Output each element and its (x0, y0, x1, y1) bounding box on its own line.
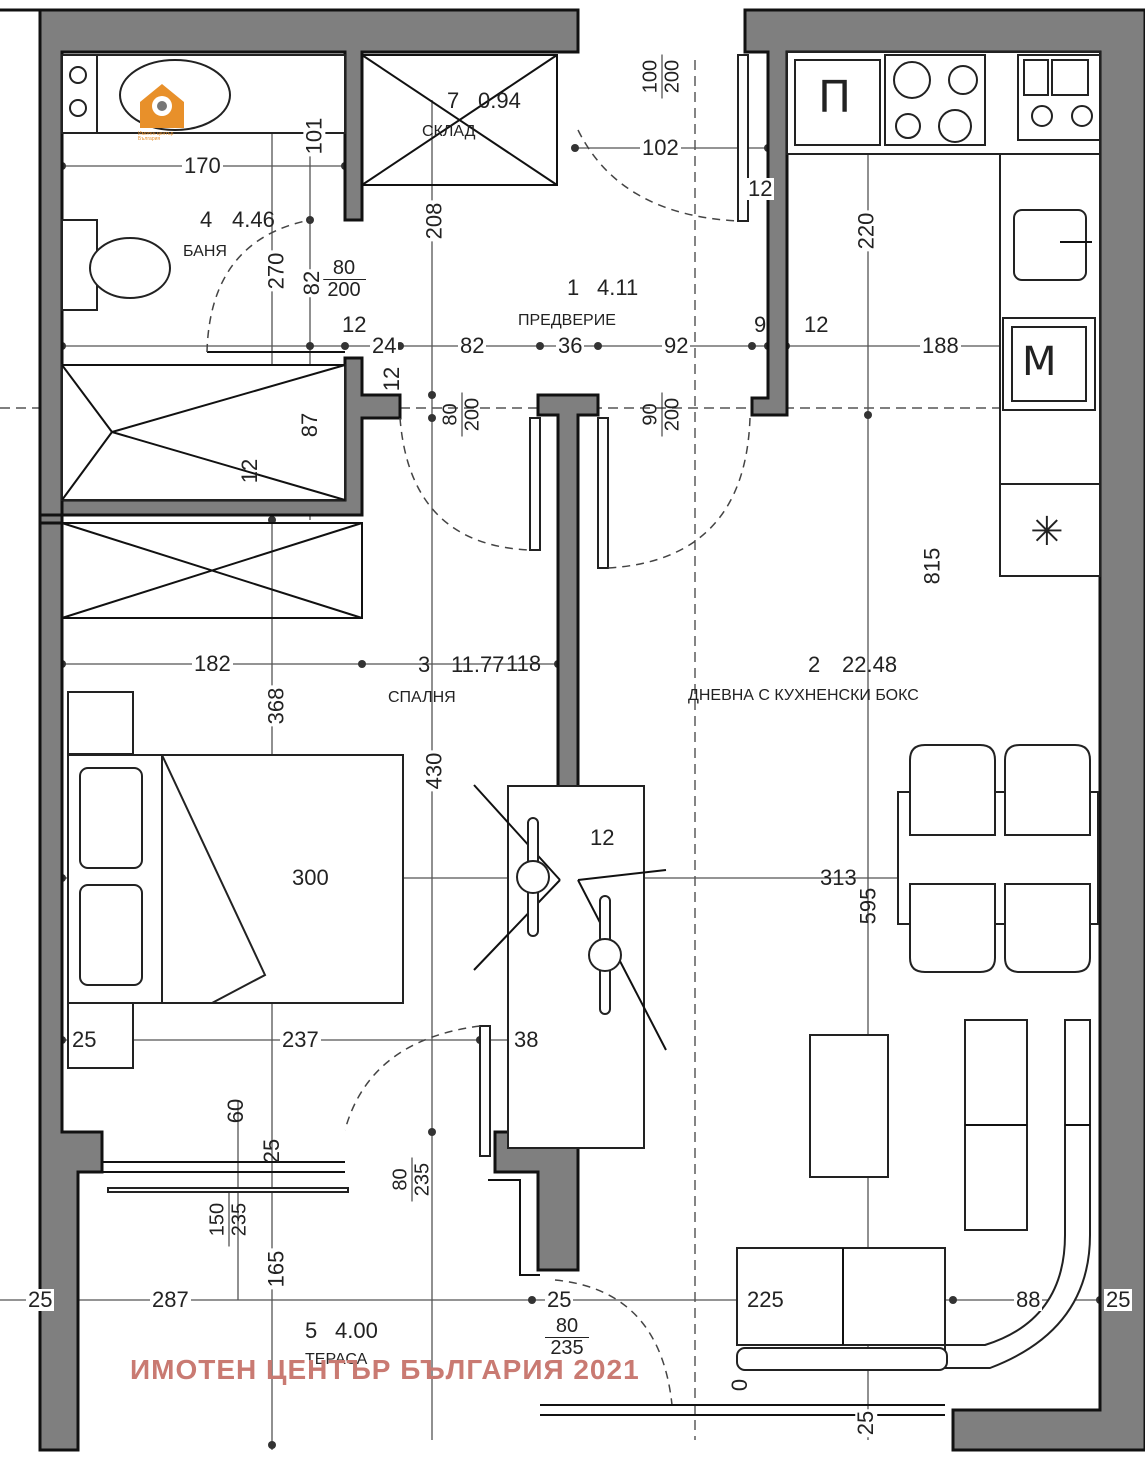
living-furniture (736, 1019, 1091, 1371)
watermark: ИМОТЕН ЦЕНТЪР БЪЛГАРИЯ 2021 (130, 1354, 640, 1385)
room-4-number: 4 (200, 207, 213, 232)
dim-12-bath: 12 (342, 312, 367, 337)
dim-25-mid: 25 (545, 1287, 574, 1312)
dim-270: 270 (263, 250, 289, 292)
fridge-icon: П (818, 72, 852, 123)
dim-12-hall: 12 (802, 312, 831, 337)
dim-0: 0 (727, 1378, 753, 1392)
dim-60: 60 (223, 1098, 249, 1124)
dim-25-bed: 25 (70, 1027, 99, 1052)
room-2-number: 2 (808, 652, 821, 677)
room-1-area: 4.11 (597, 275, 639, 300)
dim-92: 92 (662, 333, 691, 358)
dim-208: 208 (421, 200, 447, 242)
dim-87: 87 (297, 410, 323, 440)
dim-12-partition: 12 (588, 825, 617, 850)
dim-595: 595 (855, 887, 881, 925)
dim-313: 313 (820, 865, 857, 890)
bedroom-furniture (61, 522, 667, 1149)
grid-lines (0, 60, 1145, 1440)
dim-287: 287 (150, 1287, 191, 1312)
room-1-name: ПРЕДВЕРИЕ (518, 312, 616, 329)
washer-icon: ✳ (1030, 509, 1064, 555)
dim-88: 88 (1014, 1287, 1043, 1312)
kitchen (786, 51, 1101, 577)
room-2-area: 22.48 (842, 652, 898, 677)
doors (102, 54, 945, 1416)
dim-25-right: 25 (1104, 1287, 1133, 1312)
dim-25-left: 25 (26, 1287, 55, 1312)
dim-170: 170 (182, 153, 223, 178)
dim-12-shower: 12 (237, 458, 263, 484)
room-4-area: 4.46 (232, 207, 275, 232)
room-7-number: 7 (447, 88, 460, 113)
dim-430: 430 (421, 750, 447, 792)
dim-165: 165 (263, 1248, 289, 1290)
dim-225: 225 (745, 1287, 786, 1312)
dim-25-bottom: 25 (853, 1408, 879, 1438)
logo (140, 84, 184, 128)
dim-24: 24 (370, 333, 399, 358)
room-7-name: СКЛАД (422, 123, 476, 140)
room-1-number: 1 (567, 275, 580, 300)
room-5-name: ТЕРАСА (305, 1351, 368, 1368)
dim-102: 102 (640, 135, 681, 160)
dim-188: 188 (920, 333, 961, 358)
dim-101: 101 (301, 115, 327, 157)
dim-118: 118 (506, 651, 542, 676)
logo-text: Имотен център България (138, 131, 174, 142)
dim-38: 38 (512, 1027, 541, 1052)
microwave-icon: M (1022, 339, 1057, 385)
dim-237: 237 (280, 1027, 321, 1052)
room-2-name: ДНЕВНА С КУХНЕНСКИ БОКС (688, 687, 919, 704)
dim-368: 368 (263, 685, 289, 727)
room-5-area: 4.00 (335, 1318, 378, 1343)
dining-set (897, 744, 1099, 973)
dim-220: 220 (853, 210, 879, 252)
room-3-number: 3 (418, 652, 431, 677)
dim-182: 182 (192, 651, 233, 676)
dim-25-win: 25 (259, 1138, 285, 1164)
room-3-area: 11.77 (451, 652, 505, 677)
dim-82-vert: 82 (299, 268, 325, 298)
room-4-name: БАНЯ (183, 243, 227, 260)
dim-12-door: 12 (746, 176, 775, 201)
room-3-name: СПАЛНЯ (388, 689, 456, 706)
dim-9: 9 (754, 312, 767, 337)
room-7-area: 0.94 (478, 88, 521, 113)
dim-36: 36 (556, 333, 585, 358)
dim-300: 300 (290, 865, 331, 890)
room-5-number: 5 (305, 1318, 318, 1343)
dim-12-wall: 12 (379, 366, 405, 392)
bathroom-fixtures (61, 54, 346, 501)
dim-815: 815 (919, 545, 945, 587)
dim-82: 82 (458, 333, 487, 358)
storage-room (361, 54, 558, 186)
